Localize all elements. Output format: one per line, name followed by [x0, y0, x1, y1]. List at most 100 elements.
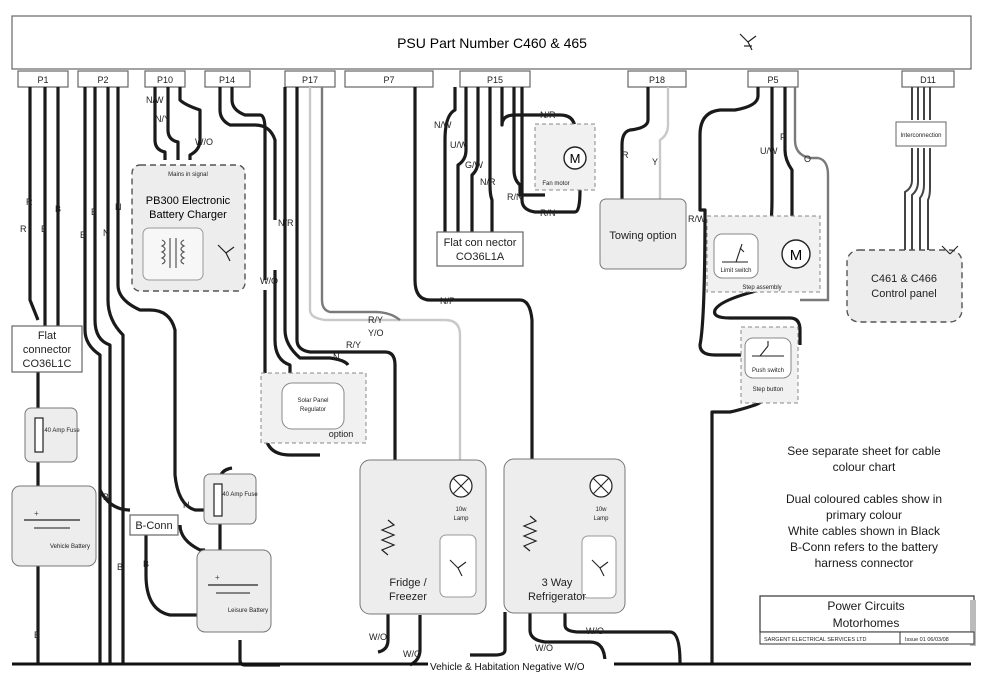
- way-switch-icon: [591, 559, 609, 577]
- port-p10-label: P10: [157, 75, 173, 85]
- label-wo-fridge: W/O: [369, 632, 387, 642]
- fridge-line1: Fridge /: [389, 577, 427, 589]
- wire-p14-solar: [273, 270, 292, 380]
- flat-connector-p15: Flat con nector CO36L1A: [436, 231, 524, 267]
- solar-line1: Solar Panel: [297, 398, 328, 404]
- label-ry: R/Y: [368, 315, 383, 325]
- fridge-freezer: 10w Lamp Fridge / Freezer: [359, 459, 487, 615]
- bconn-label: B-Conn: [135, 520, 172, 532]
- charger-small-label: Mains in signal: [168, 172, 208, 178]
- label-b3: B: [80, 230, 86, 240]
- note2-line2: primary colour: [826, 508, 902, 522]
- towing-option: Towing option: [599, 198, 687, 270]
- wire-p5-uw: [768, 87, 774, 236]
- label-rw-p5: R/W: [688, 214, 706, 224]
- wire-p10-nw: [153, 87, 167, 160]
- control-line2: Control panel: [871, 288, 936, 300]
- limit-switch-icon: [722, 243, 748, 263]
- wire-p2-c: [106, 87, 125, 663]
- label-n1: N: [103, 228, 110, 238]
- wire-p2-b: [93, 87, 112, 663]
- switch-icon: [739, 33, 757, 51]
- ground-label-bg: [428, 659, 614, 671]
- wire-3way-wo2: [563, 612, 682, 664]
- port-p17-label: P17: [302, 75, 318, 85]
- port-d11: [901, 70, 955, 88]
- label-r1: R: [26, 197, 33, 207]
- push-switch-label: Push switch: [752, 368, 784, 374]
- step-button: Push switch Step button: [740, 326, 799, 404]
- fridge-switch-icon: [449, 559, 467, 577]
- fridge-line2: Freezer: [389, 591, 427, 603]
- label-r1b: R: [20, 224, 27, 234]
- psu-header-box: [11, 15, 972, 70]
- wire-p14-nr: [218, 87, 277, 220]
- wire-p5-p: [783, 87, 794, 235]
- wire-p18-y: [658, 87, 670, 200]
- wire-p10-ny: [166, 87, 180, 160]
- flat-conn-left-line3: CO36L1C: [23, 358, 72, 370]
- label-p-p5: P: [780, 132, 786, 142]
- label-n-p17: N: [333, 352, 340, 362]
- step-assembly-label: Step assembly: [742, 285, 781, 291]
- transformer-icon: [160, 238, 186, 268]
- wire-labels: N/W N/Y W/O R R B B B B N N N/R W/O N/W …: [20, 95, 811, 673]
- label-o-p5: O: [804, 154, 811, 164]
- label-rn2-p15: R/N: [540, 208, 556, 218]
- port-p14: [204, 70, 251, 88]
- label-ry2: R/Y: [346, 340, 361, 350]
- wire-p17-yo: [308, 87, 462, 462]
- titleblock-company: SARGENT ELECTRICAL SERVICES LTD: [764, 637, 867, 643]
- fuse-2: 40 Amp Fuse: [203, 473, 258, 525]
- note1-line2: colour chart: [833, 460, 896, 474]
- port-d11-label: D11: [920, 75, 936, 85]
- wire-fridge-wo: [377, 550, 390, 654]
- fan-motor-symbol: M: [570, 151, 581, 166]
- charger-line2: Battery Charger: [149, 209, 227, 221]
- battery-charger: Mains in signal PB300 Electronic Battery…: [131, 164, 246, 292]
- three-way-refrigerator: 10w Lamp 3 Way Refrigerator: [503, 458, 626, 614]
- label-gw-p15: G/W: [465, 160, 484, 170]
- flat-conn-p15-line2: CO36L1A: [456, 251, 505, 263]
- label-ground: Vehicle & Habitation Negative W/O: [430, 662, 585, 673]
- wire-p15-rn2: [520, 87, 582, 214]
- limit-switch-label: Limit switch: [720, 268, 751, 274]
- vehicle-battery: + Vehicle Battery: [11, 485, 97, 567]
- port-p1-label: P1: [37, 75, 48, 85]
- label-b4: B: [91, 207, 97, 217]
- way-line1: 3 Way: [542, 577, 573, 589]
- wire-p15-rn: [512, 87, 545, 197]
- wire-bconn-in: [98, 489, 131, 512]
- titleblock-issue: Issue 01 06/03/08: [905, 637, 949, 643]
- control-panel: Interconnection C461 & C466 Control pane…: [846, 121, 963, 323]
- port-row: P1 P2 P10 P14 P17 P7 P15 P18 P5 D11: [17, 70, 955, 88]
- way-line2: Refrigerator: [528, 591, 586, 603]
- label-np-p7: N/P: [440, 296, 455, 306]
- psu-title: PSU Part Number C460 & 465: [397, 35, 587, 51]
- transformer-box: [142, 227, 204, 281]
- control-switch-icon: [941, 245, 959, 255]
- note2-line4: B-Conn refers to the battery: [790, 540, 938, 554]
- solar-regulator: Solar Panel Regulator option: [260, 372, 367, 444]
- wire-p7-np: [413, 87, 534, 462]
- wire-p5-rw: [698, 87, 760, 357]
- wire-3way-ground: [470, 612, 507, 657]
- wire-step-push: [712, 288, 802, 345]
- wire-p2-d: [116, 87, 177, 475]
- port-p5-label: P5: [767, 75, 778, 85]
- label-yo: Y/O: [368, 328, 384, 338]
- solar-option-label: option: [329, 429, 354, 439]
- label-uw-p5: U/W: [760, 146, 778, 156]
- fridge-heater-icon: [380, 519, 396, 556]
- label-r-p18: R: [622, 150, 629, 160]
- leisure-battery-label: Leisure Battery: [228, 608, 268, 614]
- wire-d11-5: [904, 148, 913, 250]
- label-b-left1: B: [103, 492, 109, 502]
- label-b-left4: B: [143, 559, 149, 569]
- label-n2: N: [115, 202, 122, 212]
- fuse2-label: 40 Amp Fuse: [222, 492, 258, 498]
- way-lamp-w: 10w: [595, 507, 607, 513]
- port-p14-label: P14: [219, 75, 235, 85]
- label-wo-3way: W/O: [535, 643, 553, 653]
